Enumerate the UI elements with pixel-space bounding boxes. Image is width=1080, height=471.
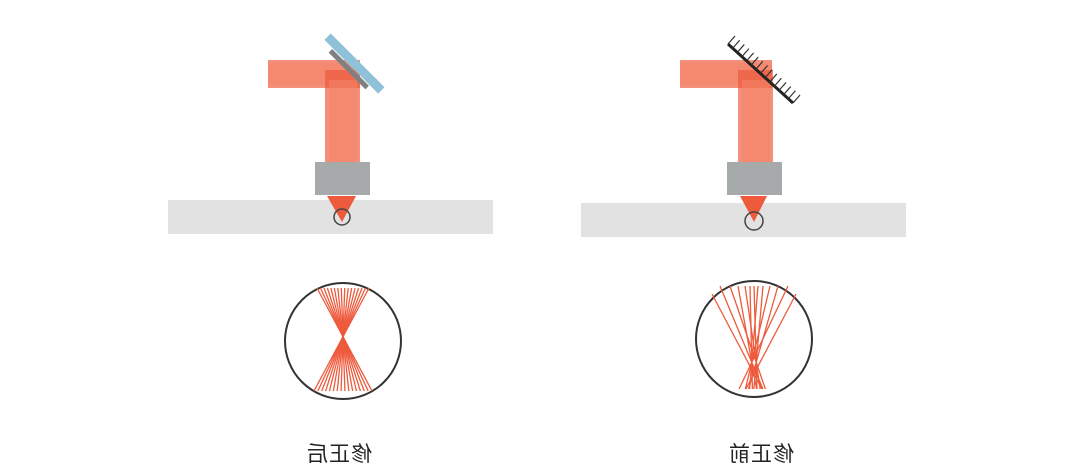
hatch-mark [792, 94, 801, 104]
uncorrected-mirror [726, 35, 801, 105]
corrected-mirror [324, 33, 385, 94]
workpiece-plate [581, 203, 906, 237]
focus-cone [740, 196, 767, 222]
hatch-mark [783, 86, 792, 95]
focal-point-marker [333, 208, 351, 226]
uncorrected-ray-bundle [711, 285, 797, 390]
corrected-ray-bundle [313, 287, 373, 392]
mirror-glass [324, 33, 385, 94]
focusing-lens [315, 162, 370, 195]
hatch-mark [778, 81, 787, 91]
hatch-mark [764, 69, 773, 79]
ray-line [748, 285, 759, 390]
reflected-beam-vertical [325, 70, 360, 162]
ray-line [744, 285, 761, 390]
ray-line [744, 285, 771, 390]
ray-line [749, 285, 754, 390]
caption-after-correction: 修正后 [306, 442, 372, 466]
hatch-mark [750, 56, 759, 66]
mirror-hatching [727, 35, 801, 104]
hatch-mark [773, 77, 782, 87]
ray-line [313, 287, 370, 392]
ray-line [738, 285, 789, 390]
ray-line [745, 293, 797, 390]
after-correction-assembly [168, 33, 493, 400]
reflected-beam-vertical [738, 70, 773, 162]
hatch-mark [787, 90, 796, 100]
mirror-frame [328, 49, 369, 90]
hatch-mark [741, 48, 750, 58]
hatch-mark [760, 65, 768, 74]
hatch-mark [746, 52, 755, 62]
hatch-mark [736, 44, 745, 53]
focusing-lens [727, 162, 782, 195]
caption-before-correction: 修正前 [728, 442, 794, 466]
before-correction-assembly [581, 35, 906, 398]
ray-line [753, 285, 758, 390]
hatch-mark [755, 60, 764, 70]
focal-point-marker [744, 211, 764, 231]
hatch-mark [769, 73, 778, 83]
workpiece-plate [168, 200, 493, 234]
hatch-mark [727, 35, 736, 45]
hatch-mark [732, 39, 741, 49]
